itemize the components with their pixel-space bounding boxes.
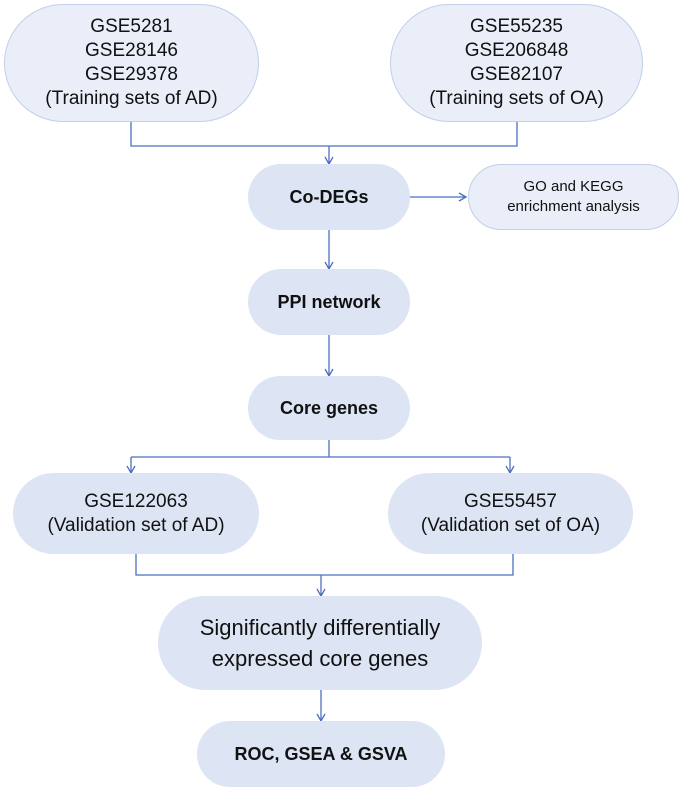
training-sets-oa-box: GSE55235 GSE206848 GSE82107 (Training se…: [390, 4, 643, 122]
training-ad-line-4: (Training sets of AD): [45, 88, 218, 109]
validation-ad-line-1: GSE122063: [84, 490, 188, 512]
core-genes-label: Core genes: [279, 397, 379, 418]
ppi-network-box: PPI network: [248, 269, 410, 335]
validation-ad-line-2: (Validation set of AD): [47, 514, 225, 536]
enrichment-line-2: enrichment analysis: [507, 198, 640, 215]
significant-line-2: expressed core genes: [211, 646, 429, 671]
co-degs-box: Co-DEGs: [248, 164, 410, 230]
core-genes-box: Core genes: [248, 376, 410, 440]
validation-oa-line-2: (Validation set of OA): [420, 514, 601, 536]
training-oa-line-2: GSE206848: [464, 40, 569, 61]
significant-line-1: Significantly differentially: [199, 615, 441, 640]
training-sets-ad-box: GSE5281 GSE28146 GSE29378 (Training sets…: [4, 4, 259, 122]
significant-core-genes-box: Significantly differentially expressed c…: [158, 596, 482, 690]
training-oa-line-1: GSE55235: [470, 16, 563, 37]
connector-validation-merge: [135, 554, 514, 576]
training-ad-line-3: GSE29378: [85, 64, 178, 85]
roc-gsea-gsva-box: ROC, GSEA & GSVA: [197, 721, 445, 787]
connector-training-merge: [130, 122, 518, 147]
validation-set-ad-box: GSE122063 (Validation set of AD): [13, 473, 259, 554]
roc-gsea-gsva-label: ROC, GSEA & GSVA: [234, 743, 408, 764]
training-ad-line-1: GSE5281: [90, 16, 173, 37]
ppi-network-label: PPI network: [277, 291, 381, 312]
enrichment-line-1: GO and KEGG: [523, 178, 624, 195]
training-oa-line-4: (Training sets of OA): [429, 88, 604, 109]
enrichment-analysis-box: GO and KEGG enrichment analysis: [468, 164, 679, 230]
co-degs-label: Co-DEGs: [289, 186, 369, 207]
validation-set-oa-box: GSE55457 (Validation set of OA): [388, 473, 633, 554]
connector-core-split: [131, 440, 510, 458]
training-oa-line-3: GSE82107: [470, 64, 563, 85]
validation-oa-line-1: GSE55457: [464, 490, 557, 512]
training-ad-line-2: GSE28146: [85, 40, 178, 61]
